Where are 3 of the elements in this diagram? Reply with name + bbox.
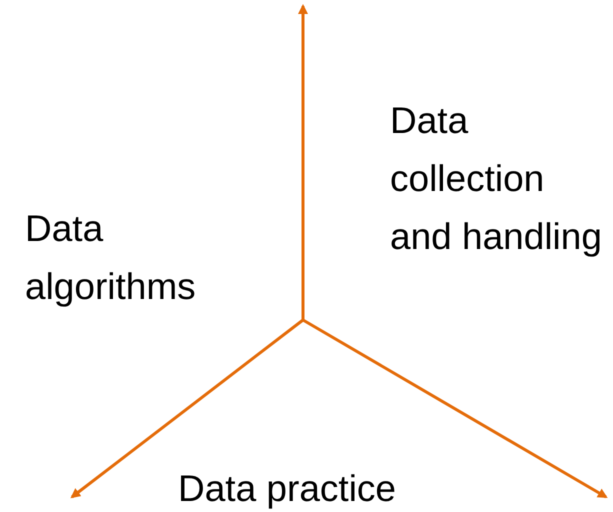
axis-label: Data algorithms — [25, 207, 197, 309]
axis-label: Data collection and handling — [390, 99, 603, 259]
axis-label: Data practice — [178, 467, 397, 511]
